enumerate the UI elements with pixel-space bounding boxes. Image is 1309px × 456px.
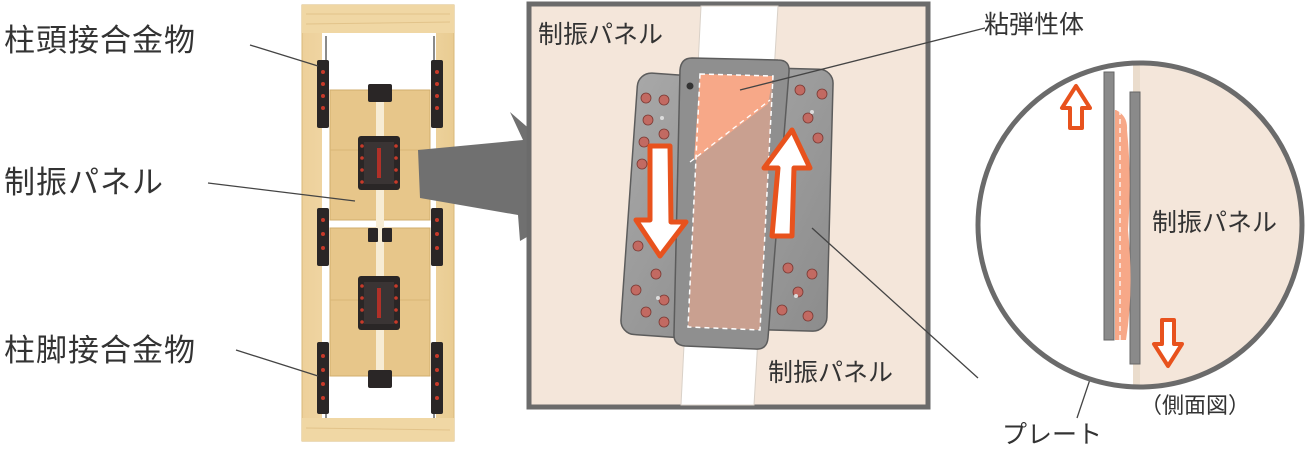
label-panel-side: 制振パネル: [1152, 208, 1278, 237]
detail-box: [526, 1, 931, 410]
label-side-view: （側面図）: [1140, 394, 1251, 419]
damper-unit-lower: [358, 276, 400, 330]
label-damping-panel-left: 制振パネル: [4, 165, 164, 201]
wall-frame-photo: [301, 4, 455, 442]
left-leader-lines: [207, 44, 356, 377]
arrow-up-center: [761, 127, 813, 239]
inner-plate: [673, 57, 790, 350]
label-column-foot-metal: 柱脚接合金物: [4, 333, 196, 369]
damper-unit-upper: [358, 136, 400, 190]
label-viscoelastic: 粘弾性体: [984, 10, 1085, 39]
arrow-down-center: [633, 143, 689, 259]
arrow-down-side: [1152, 318, 1184, 368]
label-column-head-metal: 柱頭接合金物: [4, 23, 196, 59]
label-panel-bottom: 制振パネル: [768, 358, 894, 387]
label-panel-top: 制振パネル: [538, 20, 664, 49]
label-plate: プレート: [1002, 420, 1103, 449]
arrow-up-side: [1060, 84, 1092, 130]
